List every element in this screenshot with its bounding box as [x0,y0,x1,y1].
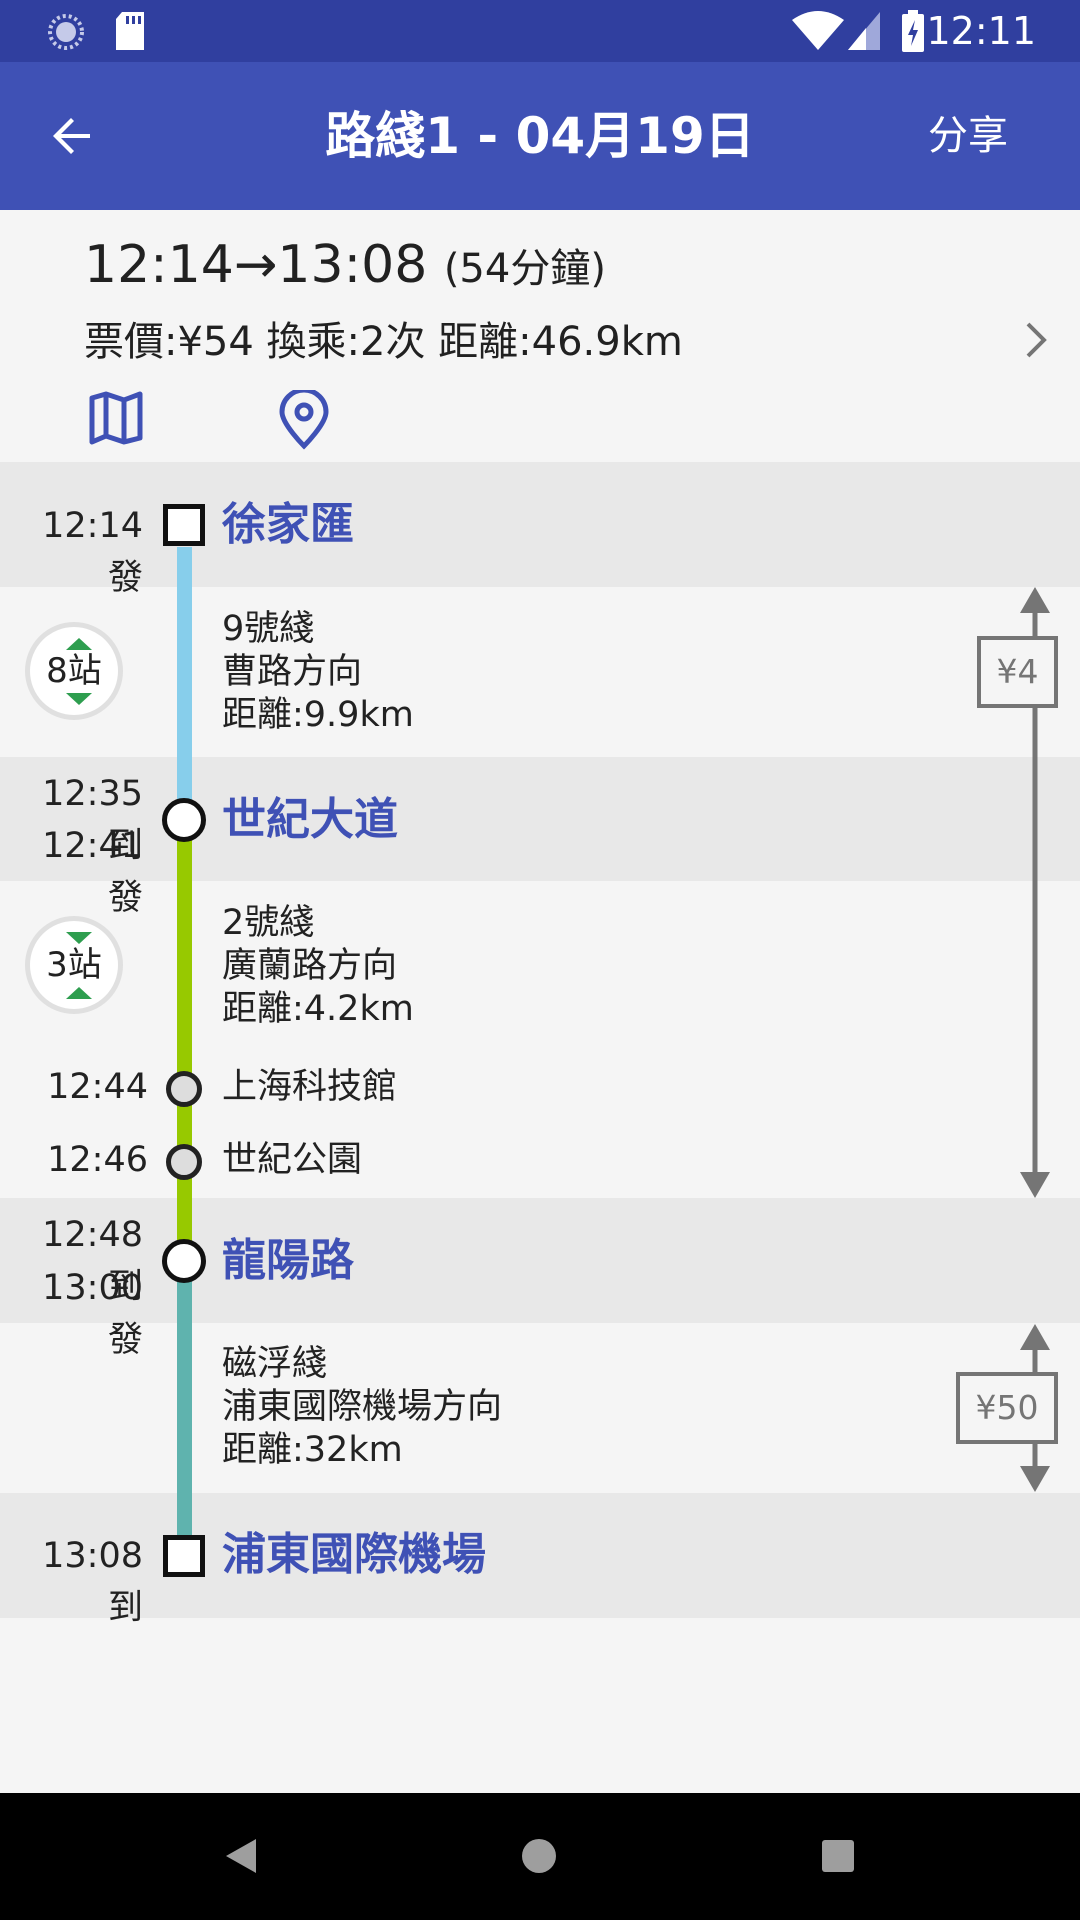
nav-back-icon[interactable] [224,1837,258,1875]
route-line-9 [177,547,192,817]
line-name: 磁浮綫 [222,1344,328,1384]
share-button[interactable]: 分享 [928,113,1008,159]
chevron-right-icon[interactable] [1022,318,1052,362]
battery-charging-icon [902,10,924,52]
fare-label: ¥50 [956,1372,1058,1444]
station-time: 12:14發 [42,506,143,598]
line-direction: 曹路方向 [222,652,363,692]
segment-details: 磁浮綫 浦東國際機場方向 距離:32km [222,1343,502,1472]
station-square-marker [163,504,205,546]
fare-label: ¥4 [977,636,1058,708]
sync-icon [48,14,84,50]
segment-details: 2號綫 廣蘭路方向 距離:4.2km [222,902,414,1031]
nav-home-icon[interactable] [520,1837,558,1875]
station-time-depart: 13:00發 [42,1268,143,1360]
line-direction: 廣蘭路方向 [222,946,398,986]
route-time-line: 12:14→13:08 (54分鐘) [84,232,606,302]
line-direction: 浦東國際機場方向 [222,1387,503,1427]
app-bar: 路綫1 - 04月19日 分享 [0,62,1080,210]
navigation-bar [0,1793,1080,1920]
status-time: 12:11 [926,9,1036,53]
status-bar: 12:11 [0,0,1080,62]
station-square-marker [163,1535,205,1577]
arrow-down-icon [66,693,92,705]
station-name[interactable]: 龍陽路 [222,1235,354,1286]
station-row-1[interactable] [0,462,1080,587]
segment-distance: 距離:4.2km [222,989,414,1029]
station-circle-marker [162,1239,206,1283]
location-pin-icon[interactable] [278,390,330,450]
segment-distance: 距離:9.9km [222,695,414,735]
route-summary[interactable]: 12:14→13:08 (54分鐘) 票價:¥54 換乘:2次 距離:46.9k… [0,210,1080,462]
map-icon[interactable] [88,390,144,446]
intermediate-stop-marker [166,1144,202,1180]
intermediate-station[interactable]: 世紀公園 [222,1140,363,1180]
stops-count: 3站 [46,945,102,985]
route-line-maglev [177,1260,192,1555]
stops-badge: 8站 [25,622,123,720]
route-duration: (54分鐘) [443,246,606,292]
station-row-4[interactable] [0,1493,1080,1618]
back-arrow-icon[interactable] [48,112,96,160]
stops-badge: 3站 [25,916,123,1014]
nav-recents-icon[interactable] [820,1838,856,1874]
line-name: 2號綫 [222,903,315,943]
line-name: 9號綫 [222,609,315,649]
stops-count: 8站 [46,651,102,691]
route-time-range: 12:14→13:08 [84,235,428,295]
station-time: 13:08到 [42,1536,143,1628]
route-info: 票價:¥54 換乘:2次 距離:46.9km [84,319,683,365]
arrow-up-icon [66,638,92,650]
station-circle-marker [162,798,206,842]
intermediate-stop-marker [166,1071,202,1107]
intermediate-station[interactable]: 上海科技館 [222,1067,398,1107]
station-name[interactable]: 徐家匯 [222,499,354,550]
station-name[interactable]: 浦東國際機場 [222,1529,486,1580]
intermediate-time: 12:44 [47,1067,148,1107]
page-title: 路綫1 - 04月19日 [325,107,755,165]
arrow-down-icon [66,932,92,944]
segment-distance: 距離:32km [222,1430,403,1470]
station-time-arrive: 12:48到 [42,1215,143,1307]
wifi-icon [792,11,844,50]
station-time-depart: 12:41發 [42,826,143,918]
intermediate-time: 12:46 [47,1140,148,1180]
cell-signal-icon [848,12,880,50]
segment-details: 9號綫 曹路方向 距離:9.9km [222,608,414,737]
station-name[interactable]: 世紀大道 [222,794,398,845]
station-time-arrive: 12:35到 [42,774,143,866]
route-line-2 [177,817,192,1260]
sd-card-icon [116,12,144,50]
arrow-up-icon [66,987,92,999]
